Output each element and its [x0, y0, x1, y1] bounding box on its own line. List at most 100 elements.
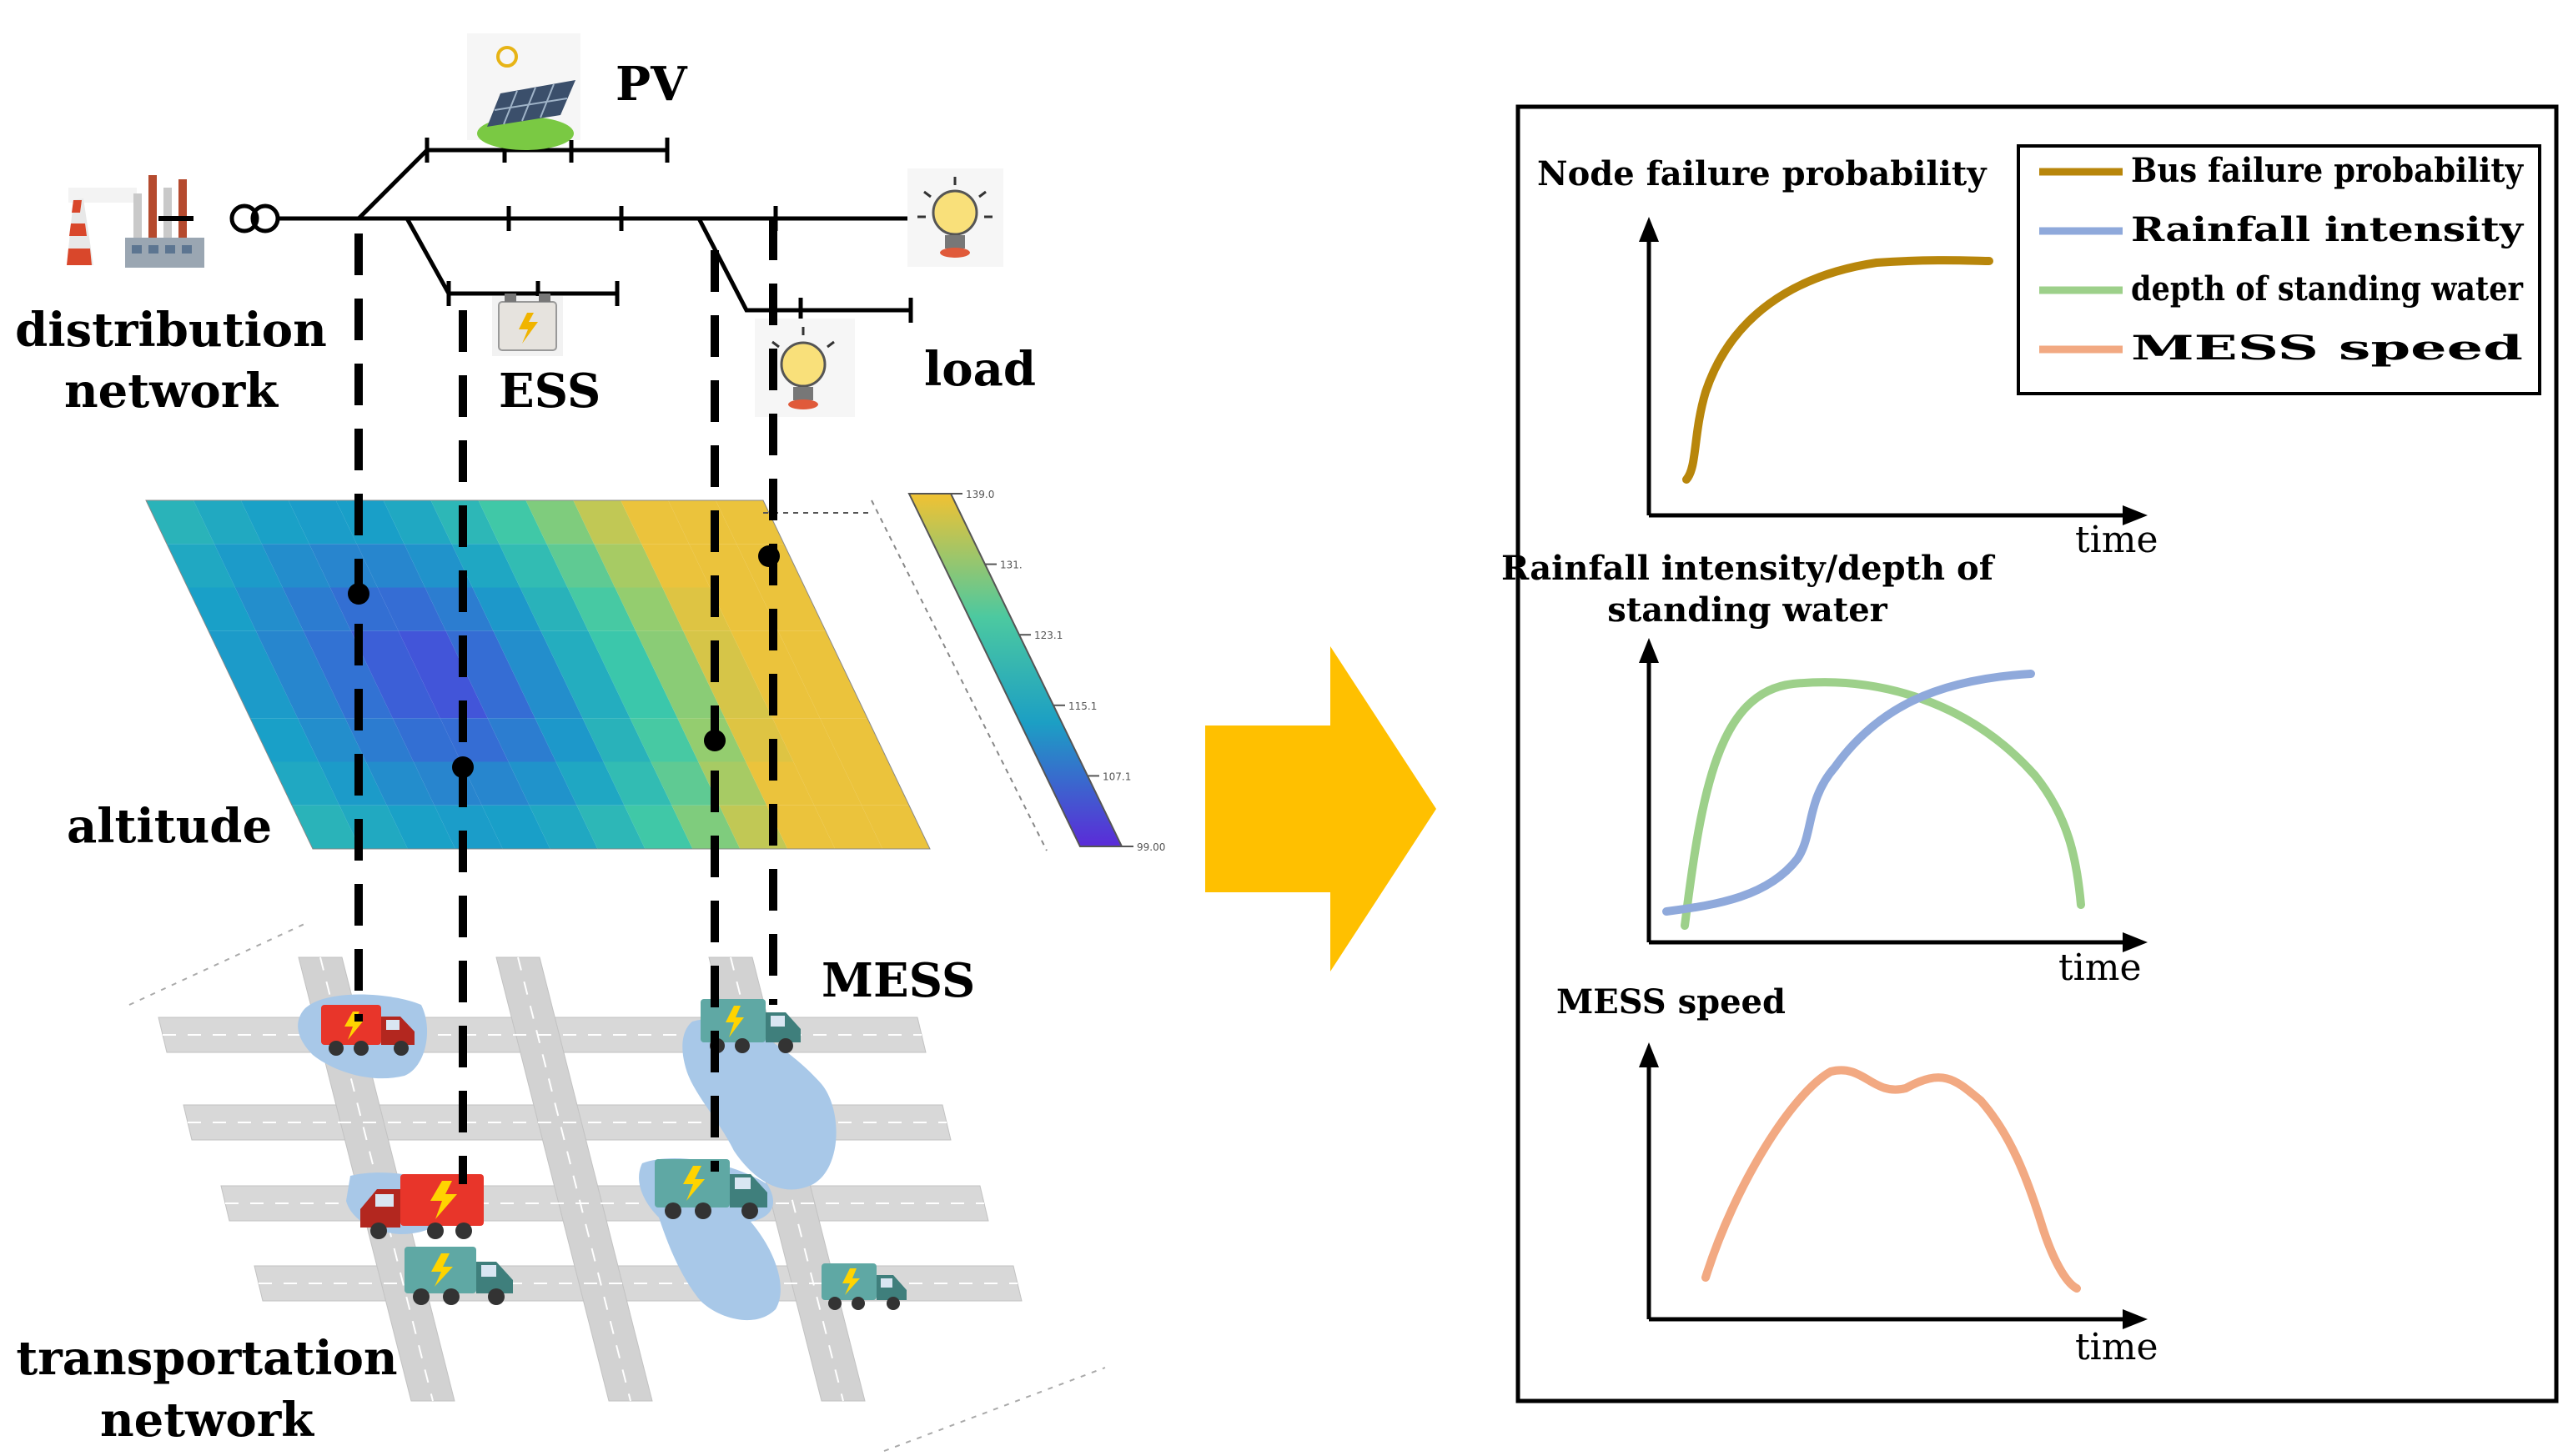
- altitude-cell: [716, 500, 784, 545]
- panel-frame: [1515, 104, 2559, 1403]
- altitude-cell: [546, 544, 616, 588]
- altitude-cell: [365, 761, 435, 806]
- altitude-cell: [329, 587, 399, 631]
- altitude-cell: [276, 675, 345, 719]
- altitude-cell: [460, 761, 530, 806]
- altitude-cell: [704, 675, 773, 719]
- mess-truck-teal: [822, 1263, 907, 1310]
- altitude-cell: [793, 761, 862, 806]
- altitude-cell: [576, 805, 646, 849]
- altitude-cell: [250, 718, 319, 762]
- colorbar-tick-label: 139.0: [966, 489, 994, 500]
- altitude-cell: [229, 675, 298, 719]
- altitude-cell: [282, 587, 351, 631]
- chart-rainfall-water: Rainfall intensity/depth of standing wat…: [1501, 549, 2148, 989]
- transformer-icon: [229, 203, 259, 233]
- transportation-label-line2: network: [100, 1393, 314, 1448]
- colorbar-tick-label: 107.1: [1103, 771, 1131, 782]
- altitude-cell: [766, 805, 836, 849]
- altitude-cell: [671, 805, 741, 849]
- mess-label: MESS: [822, 953, 975, 1008]
- altitude-cell: [621, 500, 690, 545]
- altitude-cell: [261, 544, 330, 588]
- pv-label: PV: [616, 57, 688, 112]
- altitude-cell: [841, 761, 909, 806]
- altitude-cell: [350, 630, 420, 675]
- altitude-cell: [651, 761, 720, 806]
- altitude-cell: [371, 675, 440, 719]
- chart-node-failure: Node failure probability time: [1537, 154, 2158, 561]
- altitude-cell: [582, 718, 651, 762]
- chart2-xlabel: time: [2058, 946, 2142, 989]
- battery-icon: [492, 294, 563, 356]
- legend-label: MESS speed: [2131, 329, 2523, 368]
- altitude-cell: [255, 630, 324, 675]
- solar-panel-icon: [467, 33, 580, 150]
- altitude-cell: [594, 544, 663, 588]
- chart3-xlabel: time: [2075, 1326, 2158, 1368]
- distribution-label-line1: distribution: [15, 303, 327, 358]
- altitude-cell: [288, 500, 357, 545]
- load-label: load: [924, 342, 1036, 397]
- altitude-cell: [529, 805, 598, 849]
- mess-speed-curve: [1701, 1066, 2081, 1293]
- bus-lines: [278, 138, 922, 323]
- altitude-cell: [772, 718, 842, 762]
- altitude-cell: [398, 630, 467, 675]
- altitude-cell: [525, 500, 595, 545]
- altitude-cell: [630, 718, 699, 762]
- flow-arrow: [1205, 646, 1436, 972]
- chart3-title: MESS speed: [1556, 982, 1786, 1022]
- chart1-title: Node failure probability: [1537, 154, 1988, 193]
- altitude-cell: [493, 630, 562, 675]
- altitude-cell: [167, 544, 235, 588]
- mess-truck-red: [321, 1005, 415, 1056]
- altitude-cell: [419, 675, 488, 719]
- legend-label: Rainfall intensity: [2131, 210, 2525, 249]
- altitude-cell: [508, 761, 577, 806]
- altitude-cell: [209, 630, 277, 675]
- altitude-cell: [573, 500, 642, 545]
- altitude-cell: [481, 805, 550, 849]
- altitude-cell: [499, 544, 568, 588]
- altitude-cell: [555, 761, 625, 806]
- altitude-cell: [472, 587, 541, 631]
- altitude-cell: [603, 761, 672, 806]
- legend-label: Bus failure probability: [2131, 151, 2525, 190]
- colorbar-tick-label: 131.: [1000, 560, 1023, 571]
- chart1-xlabel: time: [2075, 519, 2158, 561]
- altitude-cell: [799, 675, 867, 719]
- altitude-cell: [193, 500, 262, 545]
- altitude-cell: [588, 630, 657, 675]
- distribution-network: PV distribution network ESS load: [15, 33, 1036, 419]
- altitude-cell: [478, 500, 547, 545]
- power-plant-icon: [67, 175, 204, 268]
- rainfall-curve: [1662, 670, 2035, 916]
- altitude-cell: [386, 805, 455, 849]
- altitude-cell: [615, 587, 684, 631]
- ess-label: ESS: [499, 364, 601, 419]
- chart2-title-line2: standing water: [1607, 590, 1887, 630]
- altitude-cell: [383, 500, 452, 545]
- altitude-cell: [188, 587, 256, 631]
- altitude-cell: [234, 587, 304, 631]
- altitude-cell: [214, 544, 283, 588]
- distribution-label-line2: network: [64, 364, 279, 419]
- transportation-label-line1: transportation: [16, 1331, 397, 1386]
- altitude-cell: [535, 718, 604, 762]
- mess-truck-teal: [701, 999, 801, 1053]
- altitude-cell: [434, 805, 503, 849]
- altitude-cell: [466, 675, 535, 719]
- altitude-cell: [567, 587, 636, 631]
- altitude-cell: [271, 761, 339, 806]
- altitude-cell: [710, 587, 779, 631]
- chart-mess-speed: MESS speed time: [1556, 982, 2158, 1368]
- altitude-cell: [146, 500, 214, 545]
- altitude-cell: [656, 675, 726, 719]
- altitude-cell: [751, 675, 821, 719]
- altitude-cell: [668, 500, 737, 545]
- altitude-cell: [540, 630, 610, 675]
